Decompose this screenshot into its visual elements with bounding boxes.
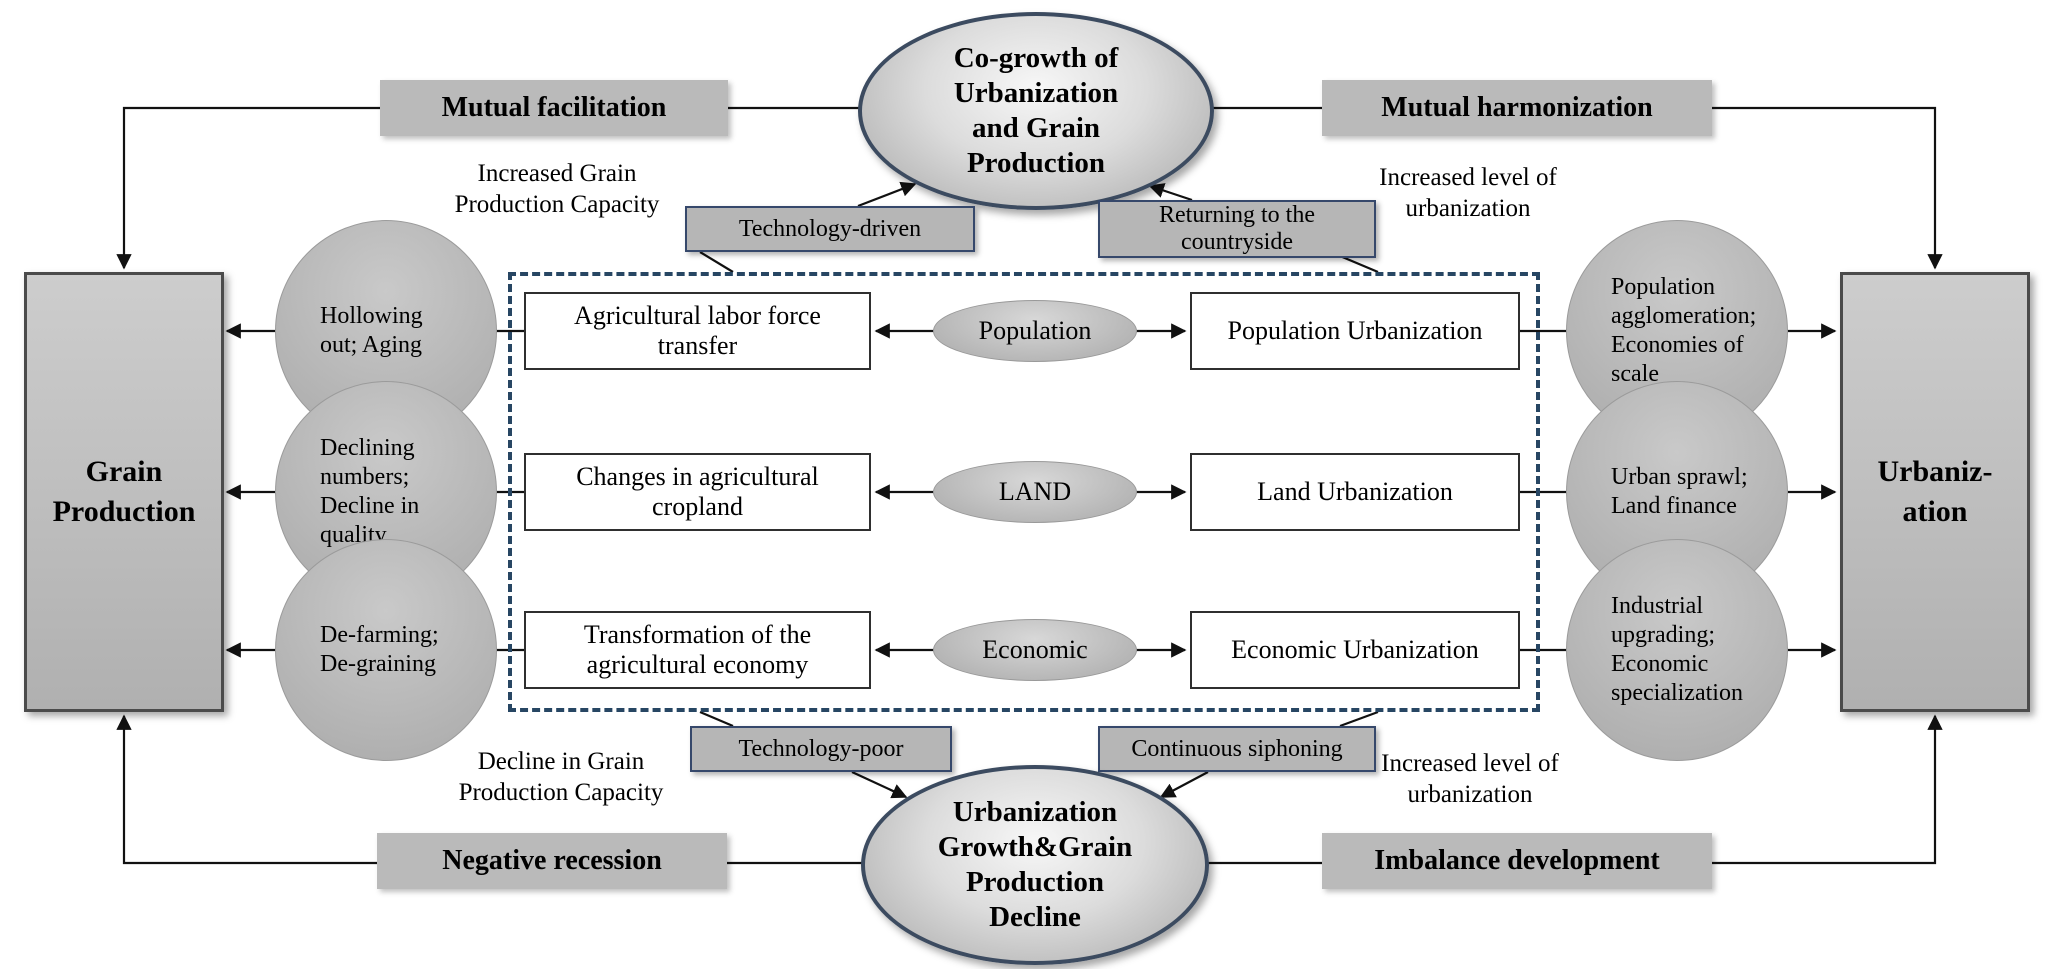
tag-technology-poor: Technology-poor	[690, 726, 952, 772]
annotation-decline-grain-capacity: Decline in Grain Production Capacity	[458, 748, 664, 806]
tag-technology-driven: Technology-driven	[685, 206, 975, 252]
box-population-urbanization: Population Urbanization	[1190, 292, 1520, 370]
annotation-increased-urbanization-bottom: Increased level of urbanization	[1381, 750, 1559, 808]
box-land-urbanization: Land Urbanization	[1190, 453, 1520, 531]
tag-returning-countryside: Returning to the countryside	[1098, 200, 1376, 258]
circle-defarming-degraining: De-farming; De-graining	[275, 539, 497, 761]
dashed-interaction-box	[508, 272, 1540, 712]
label-negative-recession: Negative recession	[377, 833, 727, 889]
urbanization-box: Urbaniz- ation	[1840, 272, 2030, 712]
label-mutual-facilitation: Mutual facilitation	[380, 80, 728, 136]
annotation-increased-urbanization-top: Increased level of urbanization	[1379, 164, 1557, 222]
box-changes-cropland: Changes in agricultural cropland	[524, 453, 871, 531]
grain-production-box: Grain Production	[24, 272, 224, 712]
box-transformation-economy: Transformation of the agricultural econo…	[524, 611, 871, 689]
circle-industrial-upgrading: Industrial upgrading; Economic specializ…	[1566, 539, 1788, 761]
ellipse-population: Population	[933, 300, 1137, 362]
bottom-ellipse-decline: Urbanization Growth&Grain Production Dec…	[861, 765, 1209, 965]
box-economic-urbanization: Economic Urbanization	[1190, 611, 1520, 689]
ellipse-land: LAND	[933, 461, 1137, 523]
top-ellipse-cogrowth: Co-growth of Urbanization and Grain Prod…	[858, 12, 1214, 210]
ellipse-economic: Economic	[933, 619, 1137, 681]
tag-continuous-siphoning: Continuous siphoning	[1098, 726, 1376, 772]
box-agricultural-labor-transfer: Agricultural labor force transfer	[524, 292, 871, 370]
annotation-increased-grain-capacity: Increased Grain Production Capacity	[454, 160, 660, 218]
label-mutual-harmonization: Mutual harmonization	[1322, 80, 1712, 136]
label-imbalance-development: Imbalance development	[1322, 833, 1712, 889]
